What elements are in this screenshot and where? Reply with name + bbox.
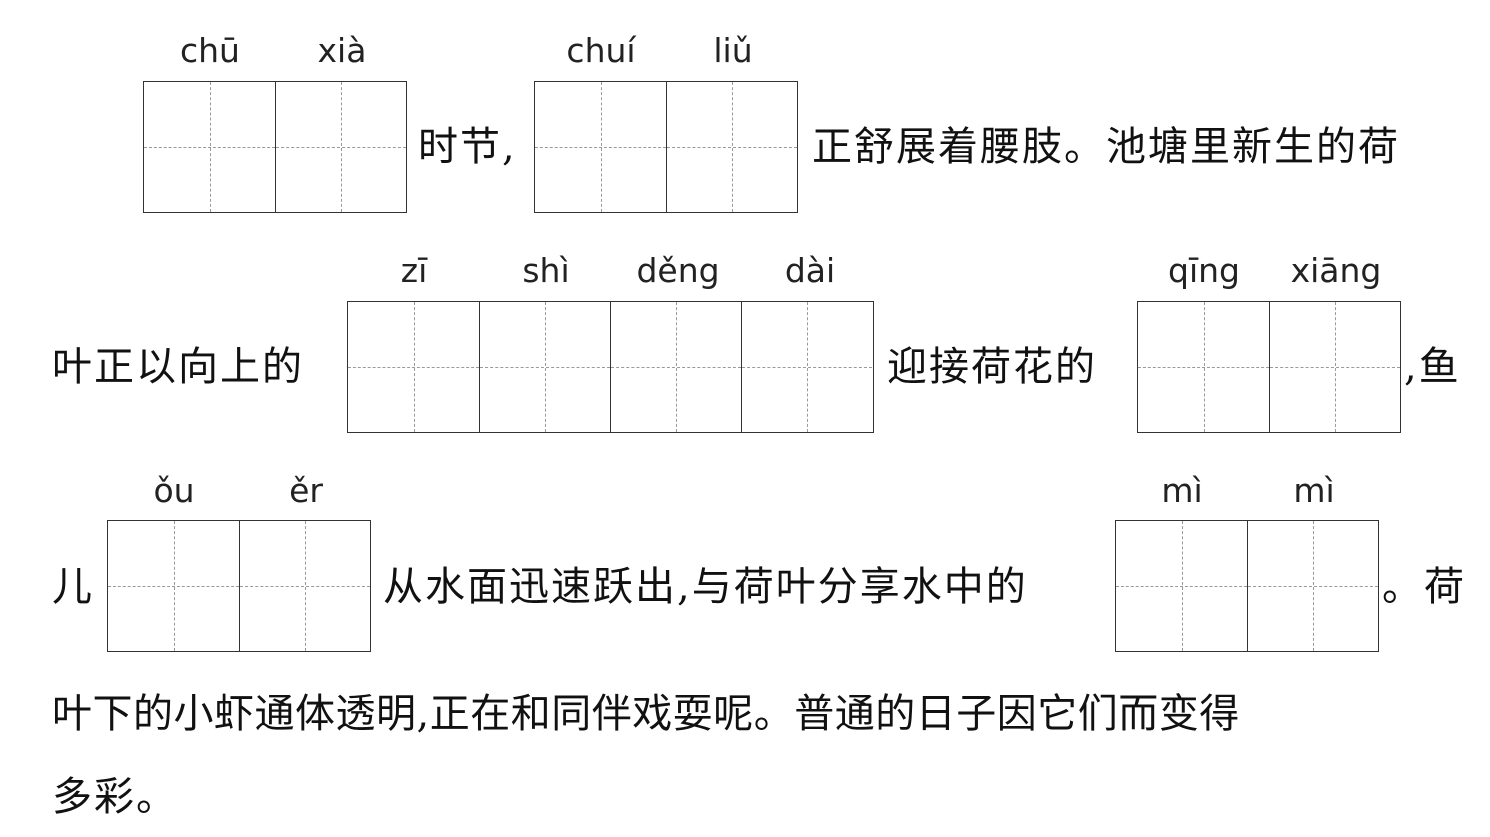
- tianzige-cell[interactable]: [1116, 521, 1247, 651]
- tianzige-cell[interactable]: [1269, 302, 1400, 432]
- pinyin-label: chū: [180, 31, 240, 70]
- answer-grid-mimi[interactable]: [1115, 520, 1379, 652]
- tianzige-cell[interactable]: [275, 82, 406, 212]
- tianzige-cell[interactable]: [741, 302, 872, 432]
- passage-text: ,鱼: [1404, 344, 1461, 390]
- pinyin-label: mì: [1161, 471, 1203, 510]
- tianzige-cell[interactable]: [108, 521, 239, 651]
- pinyin-label: xiāng: [1290, 251, 1382, 290]
- tianzige-cell[interactable]: [479, 302, 610, 432]
- passage-text: 。荷: [1382, 564, 1466, 610]
- tianzige-cell[interactable]: [239, 521, 370, 651]
- passage-text: 迎接荷花的: [887, 344, 1097, 390]
- passage-text: 叶下的小虾通体透明,正在和同伴戏耍呢。普通的日子因它们而变得: [52, 691, 1240, 737]
- pinyin-label: dài: [784, 251, 836, 290]
- tianzige-cell[interactable]: [1138, 302, 1269, 432]
- passage-text: 儿: [52, 564, 94, 610]
- pinyin-label: qīng: [1168, 251, 1240, 290]
- pinyin-label: xià: [317, 31, 367, 70]
- pinyin-label: ǒu: [153, 471, 195, 510]
- passage-text: 时节,: [418, 124, 517, 170]
- answer-grid-chuiliu[interactable]: [534, 81, 798, 213]
- pinyin-label: chuí: [566, 31, 636, 70]
- answer-grid-zishidengdai[interactable]: [347, 301, 874, 433]
- passage-text: 多彩。: [52, 774, 178, 820]
- answer-grid-ouer[interactable]: [107, 520, 371, 652]
- answer-grid-qingxiang[interactable]: [1137, 301, 1401, 433]
- passage-text: 正舒展着腰肢。池塘里新生的荷: [812, 124, 1400, 170]
- passage-text: 叶正以向上的: [52, 344, 304, 390]
- tianzige-cell[interactable]: [1247, 521, 1378, 651]
- passage-text: 从水面迅速跃出,与荷叶分享水中的: [383, 564, 1028, 610]
- tianzige-cell[interactable]: [348, 302, 479, 432]
- answer-grid-chuxia[interactable]: [143, 81, 407, 213]
- tianzige-cell[interactable]: [610, 302, 741, 432]
- pinyin-label: děng: [636, 251, 720, 290]
- pinyin-label: ěr: [289, 471, 323, 510]
- pinyin-label: zī: [400, 251, 428, 290]
- tianzige-cell[interactable]: [666, 82, 797, 212]
- tianzige-cell[interactable]: [144, 82, 275, 212]
- pinyin-label: liǔ: [713, 31, 753, 70]
- pinyin-label: shì: [522, 251, 570, 290]
- pinyin-label: mì: [1293, 471, 1335, 510]
- tianzige-cell[interactable]: [535, 82, 666, 212]
